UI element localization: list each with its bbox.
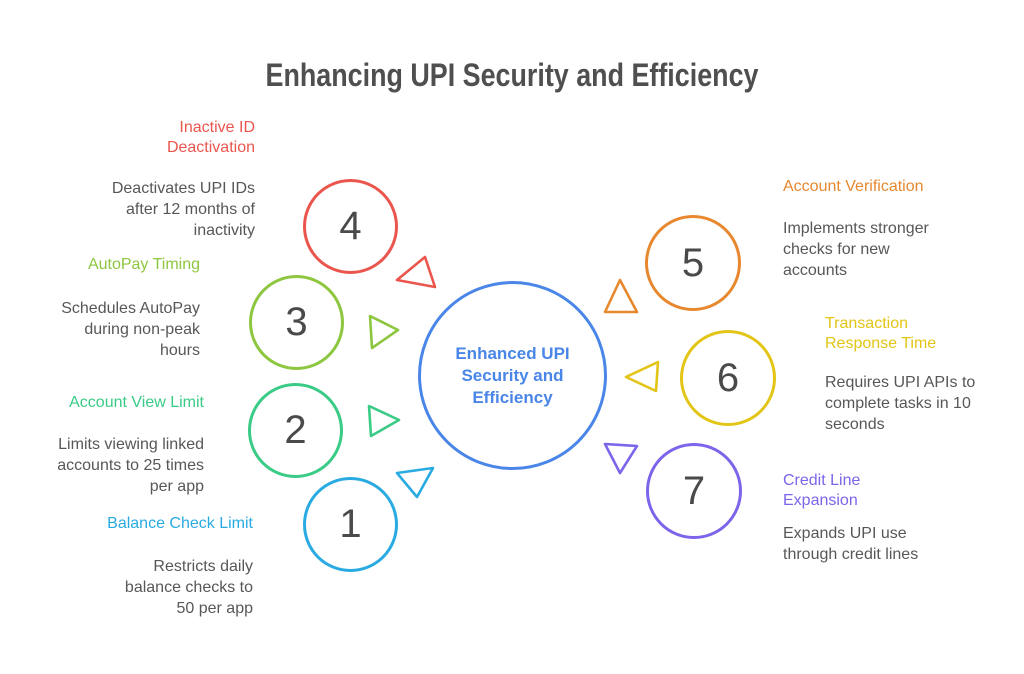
- step-7-label: Credit Line Expansion: [783, 472, 861, 509]
- step-1-description: Restricts daily balance checks to 50 per…: [124, 558, 253, 617]
- step-number-5: 5: [681, 240, 705, 285]
- step-5-arrow-icon: [603, 278, 639, 314]
- page-title: Enhancing UPI Security and Efficiency: [265, 57, 759, 93]
- step-circle-1: 1: [303, 477, 398, 572]
- step-circle-7: 7: [646, 443, 742, 539]
- step-number-7: 7: [682, 468, 706, 513]
- step-number-4: 4: [339, 204, 362, 248]
- step-circle-2: 2: [248, 383, 343, 478]
- step-number-2: 2: [284, 408, 307, 452]
- step-circle-4: 4: [303, 179, 398, 274]
- step-4-arrow-icon: [395, 255, 437, 289]
- step-6-label: Transaction Response Time: [825, 315, 937, 352]
- step-circle-5: 5: [645, 215, 741, 311]
- step-circle-6: 6: [680, 330, 776, 426]
- step-3-info: AutoPay Timing Schedules AutoPay during …: [40, 255, 200, 361]
- step-4-description: Deactivates UPI IDs after 12 months of i…: [111, 180, 255, 239]
- step-2-arrow-icon: [367, 404, 401, 438]
- step-6-arrow-icon: [624, 360, 660, 393]
- step-3-label: AutoPay Timing: [87, 256, 200, 273]
- step-2-label: Account View Limit: [69, 394, 204, 411]
- center-circle: Enhanced UPI Security and Efficiency: [418, 281, 607, 470]
- step-6-description: Requires UPI APIs to complete tasks in 1…: [825, 374, 976, 433]
- step-2-description: Limits viewing linked accounts to 25 tim…: [57, 436, 204, 495]
- step-7-description: Expands UPI use through credit lines: [783, 525, 919, 563]
- step-7-info: Credit Line Expansion Expands UPI use th…: [783, 471, 958, 565]
- step-3-description: Schedules AutoPay during non-peak hours: [61, 300, 200, 359]
- step-number-3: 3: [285, 300, 308, 344]
- step-5-label: Account Verification: [783, 178, 924, 195]
- step-5-description: Implements stronger checks for new accou…: [783, 220, 929, 279]
- step-7-arrow-icon: [603, 442, 639, 475]
- step-4-info: Inactive ID Deactivation Deactivates UPI…: [85, 118, 255, 241]
- center-label: Enhanced UPI Security and Efficiency: [455, 343, 570, 407]
- step-number-1: 1: [339, 502, 362, 546]
- step-1-label: Balance Check Limit: [107, 515, 253, 532]
- step-2-info: Account View Limit Limits viewing linked…: [29, 393, 204, 497]
- step-3-arrow-icon: [368, 314, 400, 350]
- step-4-label: Inactive ID Deactivation: [166, 119, 255, 156]
- step-1-info: Balance Check Limit Restricts daily bala…: [93, 514, 253, 619]
- step-1-arrow-icon: [395, 466, 435, 499]
- step-circle-3: 3: [249, 275, 344, 370]
- step-5-info: Account Verification Implements stronger…: [783, 177, 953, 281]
- step-number-6: 6: [716, 355, 740, 400]
- step-6-info: Transaction Response Time Requires UPI A…: [825, 314, 1000, 435]
